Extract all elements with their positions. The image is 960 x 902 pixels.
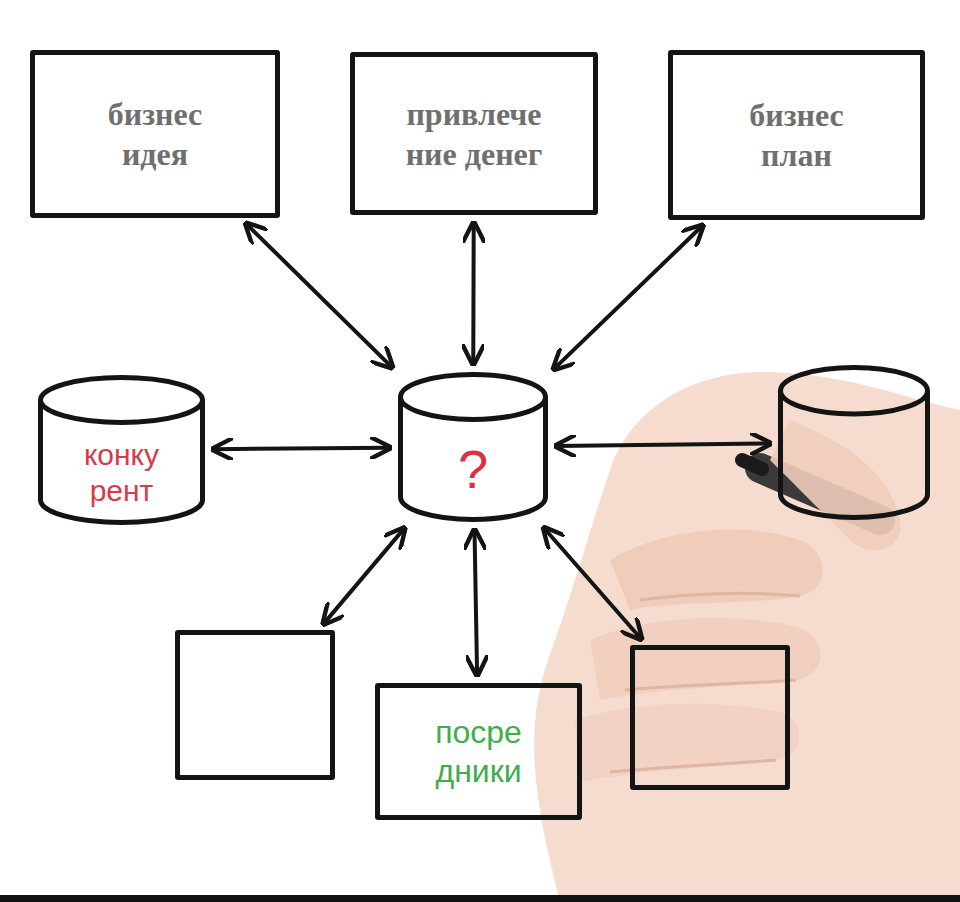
node-label: бизнес план (714, 95, 879, 175)
node-text: посре дники (416, 713, 541, 790)
marker-tip (742, 460, 762, 469)
process-box: бизнес план (668, 50, 925, 220)
connectors (213, 223, 770, 675)
hand (534, 372, 960, 902)
cylinder-top (401, 375, 546, 420)
cylinder-top (781, 368, 928, 415)
process-box: привлече ние денег (350, 52, 598, 215)
cylinder-node: конку рент (38, 375, 205, 525)
node-label: конку рент (67, 437, 177, 509)
hand-palm (534, 372, 960, 902)
hand-crease (610, 593, 800, 772)
process-box: посре дники (375, 683, 582, 820)
node-label: бизнес идея (73, 94, 238, 174)
cylinder-node (778, 365, 930, 520)
double-arrow (544, 528, 641, 639)
node-text: привлече ние денег (392, 94, 557, 174)
double-arrow (471, 223, 475, 364)
double-arrow (474, 530, 477, 675)
cylinder-node: ? (398, 372, 548, 522)
process-box (175, 630, 335, 780)
process-box (630, 645, 790, 790)
cylinder-body (41, 400, 203, 523)
hand-finger (575, 704, 799, 782)
double-arrow (213, 448, 390, 450)
node-text: бизнес план (714, 95, 879, 175)
cylinder-body (781, 391, 928, 518)
cylinder-body (401, 397, 546, 520)
process-box: бизнес идея (30, 50, 280, 218)
cylinder-top (41, 378, 203, 423)
double-arrow (246, 224, 392, 368)
node-text: бизнес идея (73, 94, 238, 174)
node-text: ? (433, 440, 513, 499)
hand-finger (610, 530, 823, 610)
hand-thumb (770, 420, 900, 550)
node-label: посре дники (416, 713, 541, 790)
double-arrow (324, 528, 405, 624)
double-arrow (556, 443, 770, 446)
bottom-edge-bar (0, 895, 960, 902)
cylinder-outline (778, 365, 930, 520)
node-label: ? (433, 440, 513, 499)
double-arrow (554, 226, 703, 370)
node-text: конку рент (67, 437, 177, 509)
node-label: привлече ние денег (392, 94, 557, 174)
